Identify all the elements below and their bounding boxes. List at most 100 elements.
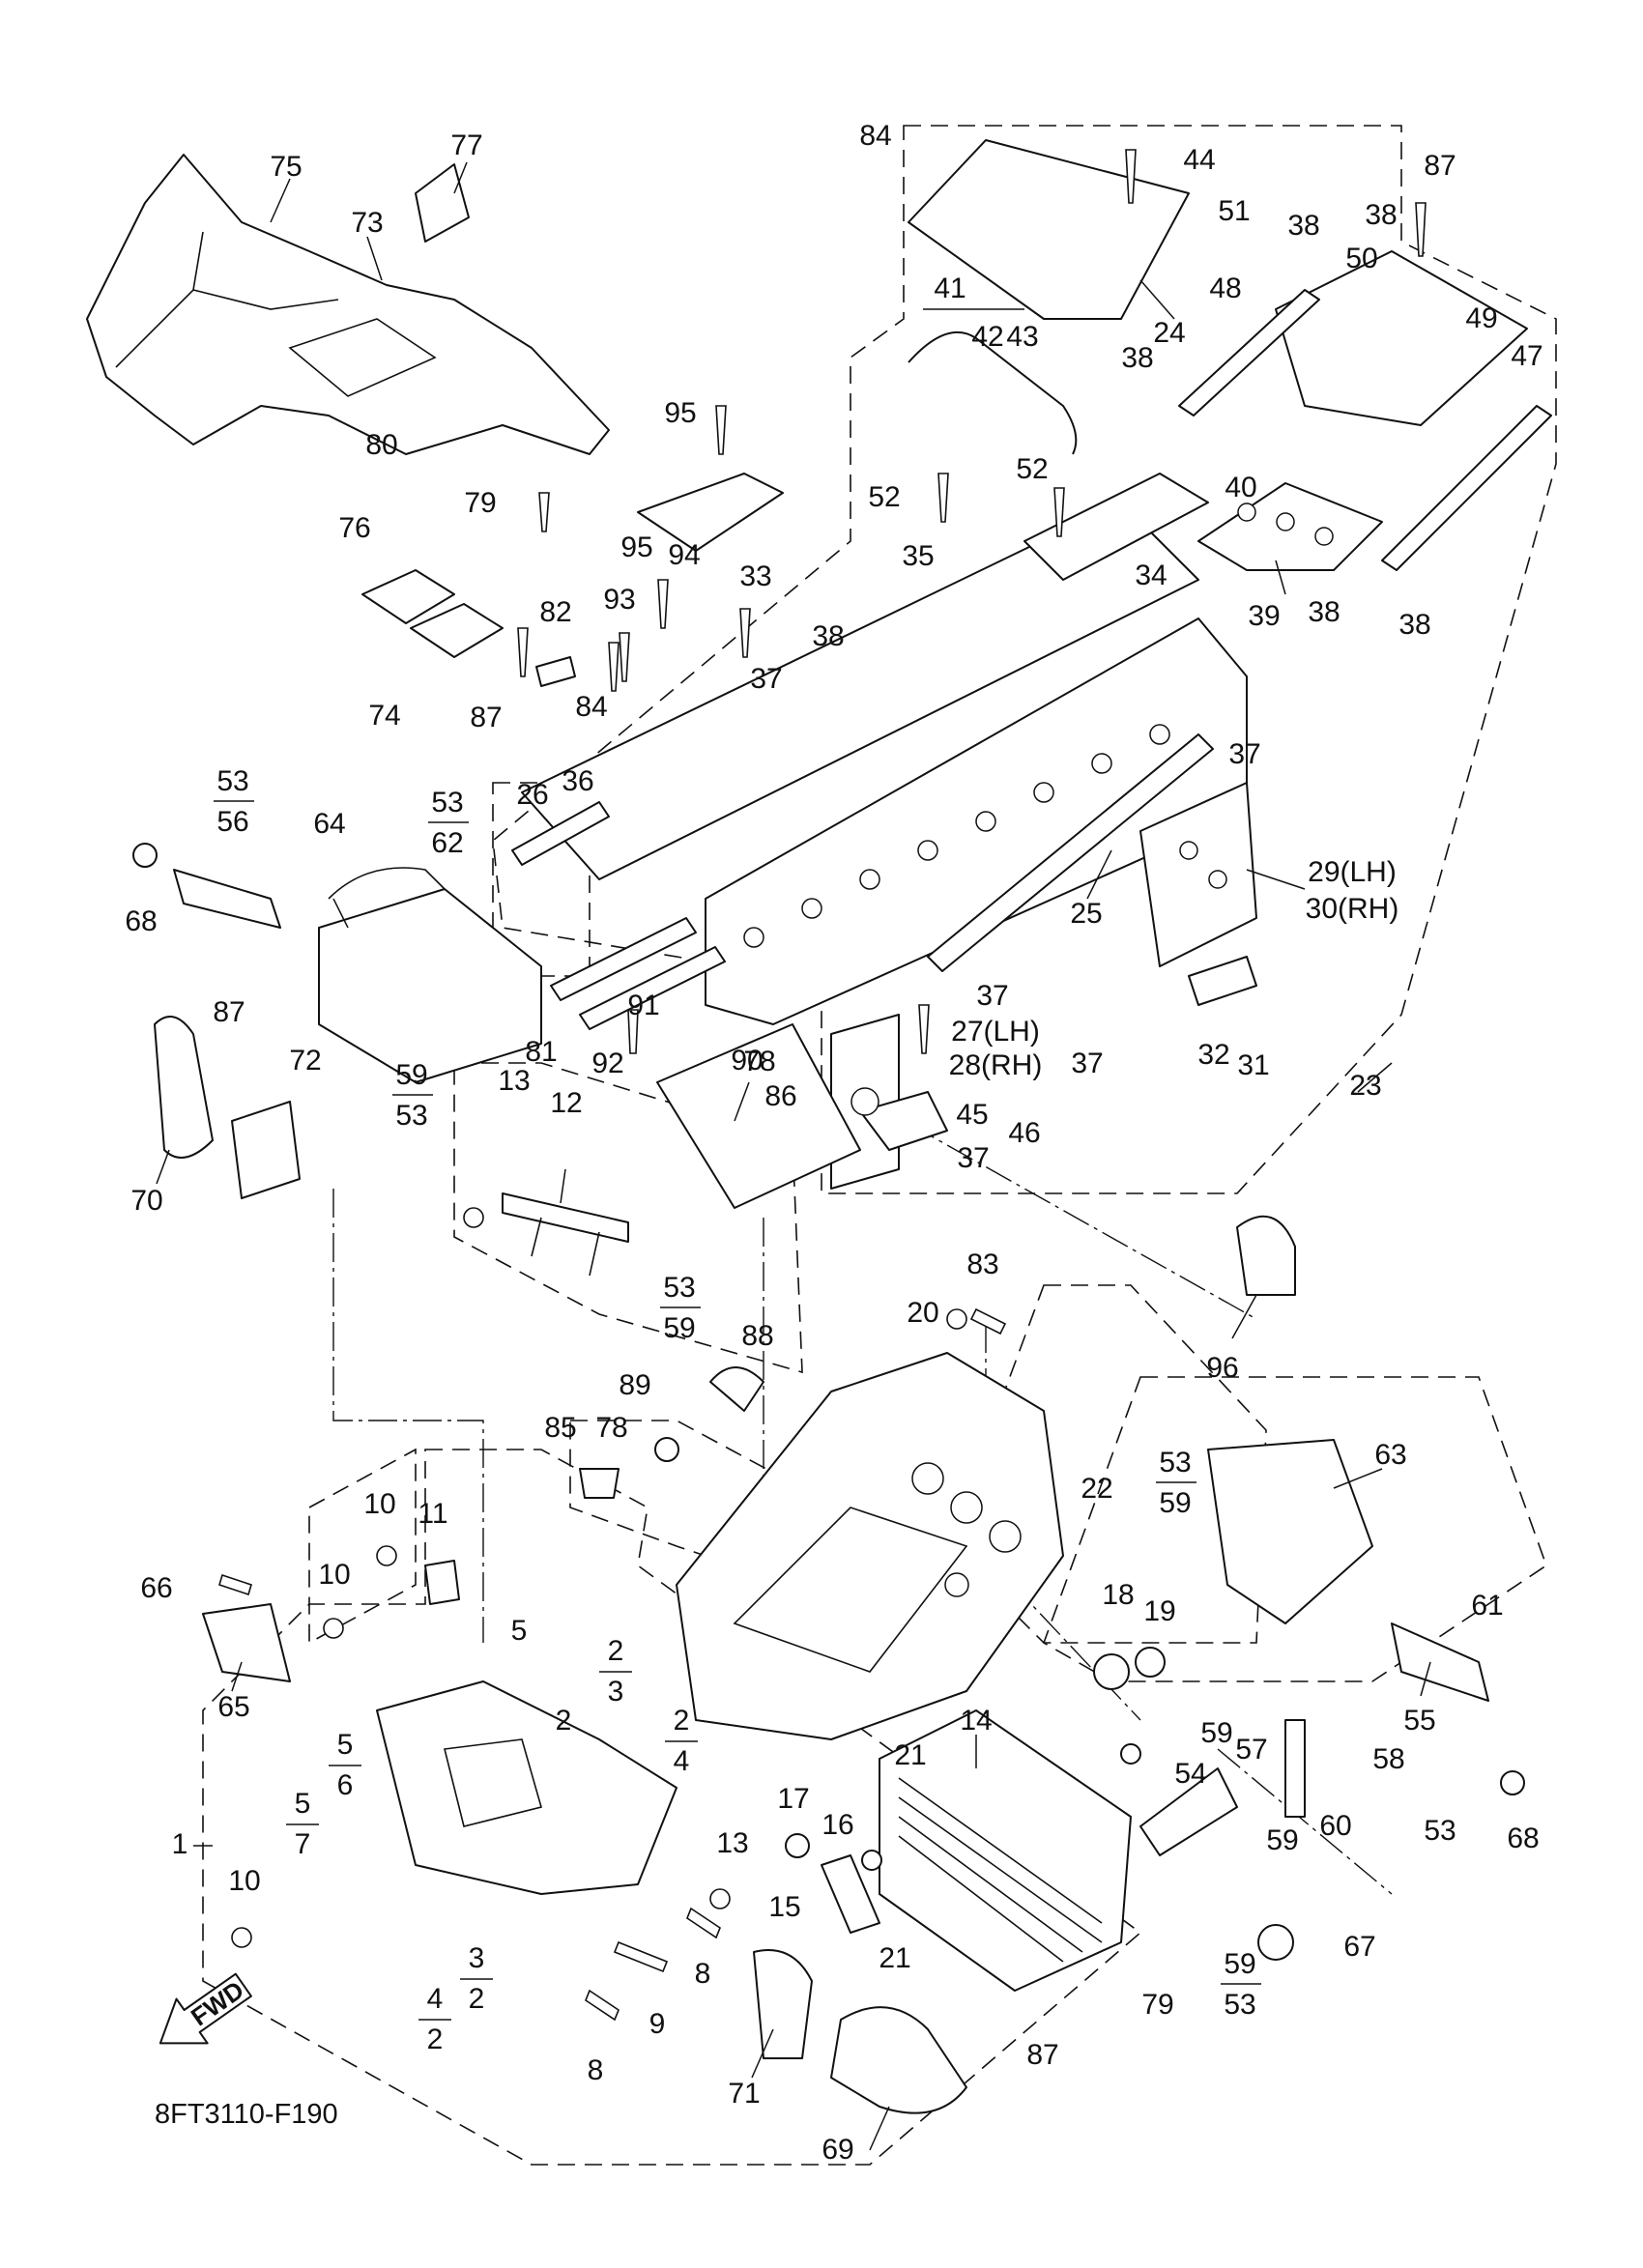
callout-3-b: 3 [469,1942,485,1974]
bracket-65 [202,1603,291,1682]
callout-57: 57 [1235,1734,1267,1766]
rivet-84 [608,642,620,692]
callout-87-bottom: 87 [1026,2039,1058,2071]
callout-51: 51 [1218,195,1250,227]
side-bracket-29-30 [1139,782,1257,967]
callout-16: 16 [822,1809,853,1841]
callout-21-a: 21 [894,1739,926,1771]
callout-91: 91 [627,990,659,1021]
callout-8-b: 8 [695,1958,711,1990]
hub-67 [1257,1924,1294,1961]
bushing-54 [1120,1743,1141,1765]
callout-36: 36 [562,765,593,797]
chain-line-c [869,1101,1257,1320]
fasteners [218,149,1427,2022]
leader-25 [1086,849,1112,900]
group-outline-steering-post [453,1062,803,1374]
grommet-68 [132,843,158,868]
callout-41: 41 [934,273,966,304]
callout-37-d: 37 [1071,1048,1103,1079]
circlip-19 [1135,1647,1166,1678]
forward-arrow: FWD [159,1972,252,2045]
bumper-handle [328,867,446,900]
callout-60: 60 [1319,1810,1351,1842]
callout-82: 82 [539,596,571,628]
callout-9: 9 [649,2008,666,2040]
callout-2-a: 2 [608,1635,624,1667]
callout-89: 89 [619,1369,650,1401]
group-outline-front-frame [202,1449,1142,2166]
hole [850,1087,879,1116]
hole [950,1491,983,1524]
rivet-87-top [1415,202,1427,257]
bracket-82 [535,656,576,687]
cowl-panel [86,154,610,455]
nut-10-b [323,1618,344,1639]
callout-1: 1 [172,1828,188,1860]
callout-53-d: 53 [663,1272,695,1304]
hole [1276,512,1295,531]
callout-79-top: 79 [464,487,496,519]
bracket-96 [1236,1215,1296,1296]
callout-4-a: 4 [674,1745,690,1777]
forward-arrow-icon [159,1972,252,2045]
callout-29: 29(LH) [1308,856,1397,888]
callout-26: 26 [516,779,548,811]
chain-line-a [332,1189,484,1643]
radiator-14 [879,1709,1132,1992]
callout-74: 74 [368,700,400,732]
callout-labels: 75 77 73 80 79 76 74 84 44 87 51 38 38 5… [125,120,1542,2166]
callout-10-b: 10 [318,1559,350,1591]
plate-11 [424,1560,460,1605]
callout-37-c: 37 [976,980,1008,1012]
callout-17: 17 [777,1783,809,1815]
bracket-32 [1188,956,1257,1006]
rear-tunnel-frame [511,139,1552,1209]
leader-64 [332,898,349,929]
callout-30: 30(RH) [1306,893,1399,925]
callout-69: 69 [822,2134,853,2166]
callout-53-a: 53 [216,765,248,797]
callout-10-a: 10 [363,1488,395,1520]
hole [917,840,938,861]
callout-66: 66 [140,1572,172,1604]
callout-59-b: 59 [663,1312,695,1344]
rivet-52-a [937,473,949,523]
rivet-44 [1125,149,1137,204]
hole [1179,841,1198,860]
callout-59-a: 59 [395,1059,427,1091]
nut-13-b [709,1888,731,1909]
leader-39 [1275,560,1286,595]
callout-31: 31 [1237,1049,1269,1081]
callout-37-e: 37 [957,1142,989,1174]
hole [911,1462,944,1495]
bracket-57 [1139,1767,1238,1856]
leader-12 [560,1168,566,1204]
rear-flap-49 [1275,250,1528,426]
callout-87-mid: 87 [470,702,502,733]
callout-72: 72 [289,1045,321,1077]
rail-81a [550,917,697,1001]
callout-59-f: 59 [1224,1948,1255,1980]
callout-42: 42 [971,321,1003,353]
callout-22: 22 [1081,1473,1112,1505]
bolt-66 [218,1573,252,1596]
callout-78-b: 78 [595,1412,627,1444]
callout-23: 23 [1349,1070,1381,1102]
leader-70 [156,1149,170,1185]
callout-52-b: 52 [1016,453,1048,485]
group-outline-left-bracket [308,1448,417,1645]
leader-55 [1420,1661,1431,1697]
tube-41 [908,330,1078,455]
mount-94 [637,473,784,552]
callout-65: 65 [217,1691,249,1723]
callout-54: 54 [1174,1758,1206,1790]
callout-2-d: 2 [469,1983,485,2015]
callout-56: 56 [216,806,248,838]
callout-6: 6 [337,1769,354,1801]
callout-32: 32 [1197,1039,1229,1071]
hole [1091,753,1112,774]
callout-73: 73 [351,207,383,239]
callout-5-a: 5 [511,1615,528,1647]
leader-29 [1246,869,1306,890]
